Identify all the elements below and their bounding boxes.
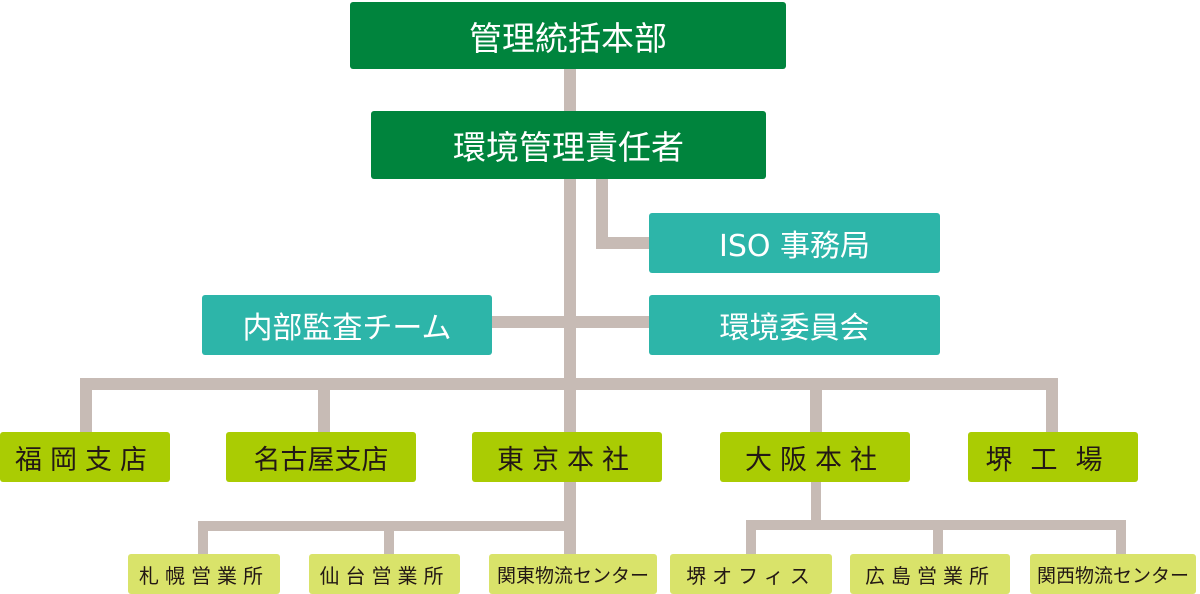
node-label: 堺オフィス [686, 563, 816, 588]
node-office-sakai: 堺オフィス [670, 554, 832, 594]
node-label: 管理統括本部 [469, 18, 667, 58]
connector-iso-vertical [596, 179, 608, 249]
node-label: 東京本社 [497, 444, 637, 476]
node-office-sapporo: 札幌営業所 [128, 554, 280, 594]
connector-osaka-trunk [811, 482, 821, 526]
node-office-sendai: 仙台営業所 [309, 554, 460, 594]
connector-iso-horizontal [596, 237, 650, 249]
node-label: 名古屋支店 [253, 444, 389, 476]
connector-drop-sendai [384, 521, 394, 554]
connector-main-trunk [564, 179, 576, 432]
node-env-manager: 環境管理責任者 [371, 111, 766, 179]
node-label: 札幌営業所 [139, 563, 269, 588]
node-office-hiroshima: 広島営業所 [850, 554, 1010, 594]
node-label: 関東物流センター [496, 564, 649, 587]
node-label: ISO 事務局 [718, 229, 871, 264]
connector-staff-horizontal [492, 316, 650, 328]
connector-drop-sapporo [198, 521, 208, 554]
connector-branch-bar [80, 378, 1058, 390]
connector-tokyo-trunk [564, 482, 576, 554]
connector-drop-sakai-office [746, 520, 756, 554]
node-branch-sakai-factory: 堺工場 [968, 432, 1138, 482]
node-label: 仙台営業所 [319, 563, 450, 588]
node-branch-nagoya: 名古屋支店 [226, 432, 416, 482]
connector-hq-manager [564, 69, 576, 111]
node-office-kanto-logistics: 関東物流センター [489, 554, 657, 594]
node-iso-office: ISO 事務局 [649, 213, 940, 273]
node-label: 福岡支店 [15, 444, 155, 476]
node-label: 堺工場 [985, 444, 1121, 476]
node-headquarters: 管理統括本部 [350, 2, 786, 69]
connector-drop-sakai-factory [1046, 378, 1058, 432]
node-branch-fukuoka: 福岡支店 [0, 432, 170, 482]
node-office-kansai-logistics: 関西物流センター [1030, 554, 1196, 594]
node-internal-audit-team: 内部監査チーム [202, 295, 492, 355]
connector-drop-kansai [1116, 520, 1126, 554]
node-env-committee: 環境委員会 [649, 295, 940, 355]
node-label: 内部監査チーム [242, 311, 452, 346]
connector-drop-fukuoka [80, 378, 92, 440]
connector-drop-nagoya [318, 378, 330, 432]
node-label: 環境管理責任者 [453, 128, 684, 167]
node-branch-osaka: 大阪本社 [720, 432, 910, 482]
connector-drop-osaka [810, 378, 822, 432]
node-label: 大阪本社 [745, 444, 885, 476]
node-label: 広島営業所 [865, 563, 995, 588]
node-label: 環境委員会 [719, 311, 870, 346]
connector-drop-hiroshima [933, 520, 943, 554]
node-label: 関西物流センター [1036, 564, 1189, 587]
node-branch-tokyo: 東京本社 [472, 432, 662, 482]
